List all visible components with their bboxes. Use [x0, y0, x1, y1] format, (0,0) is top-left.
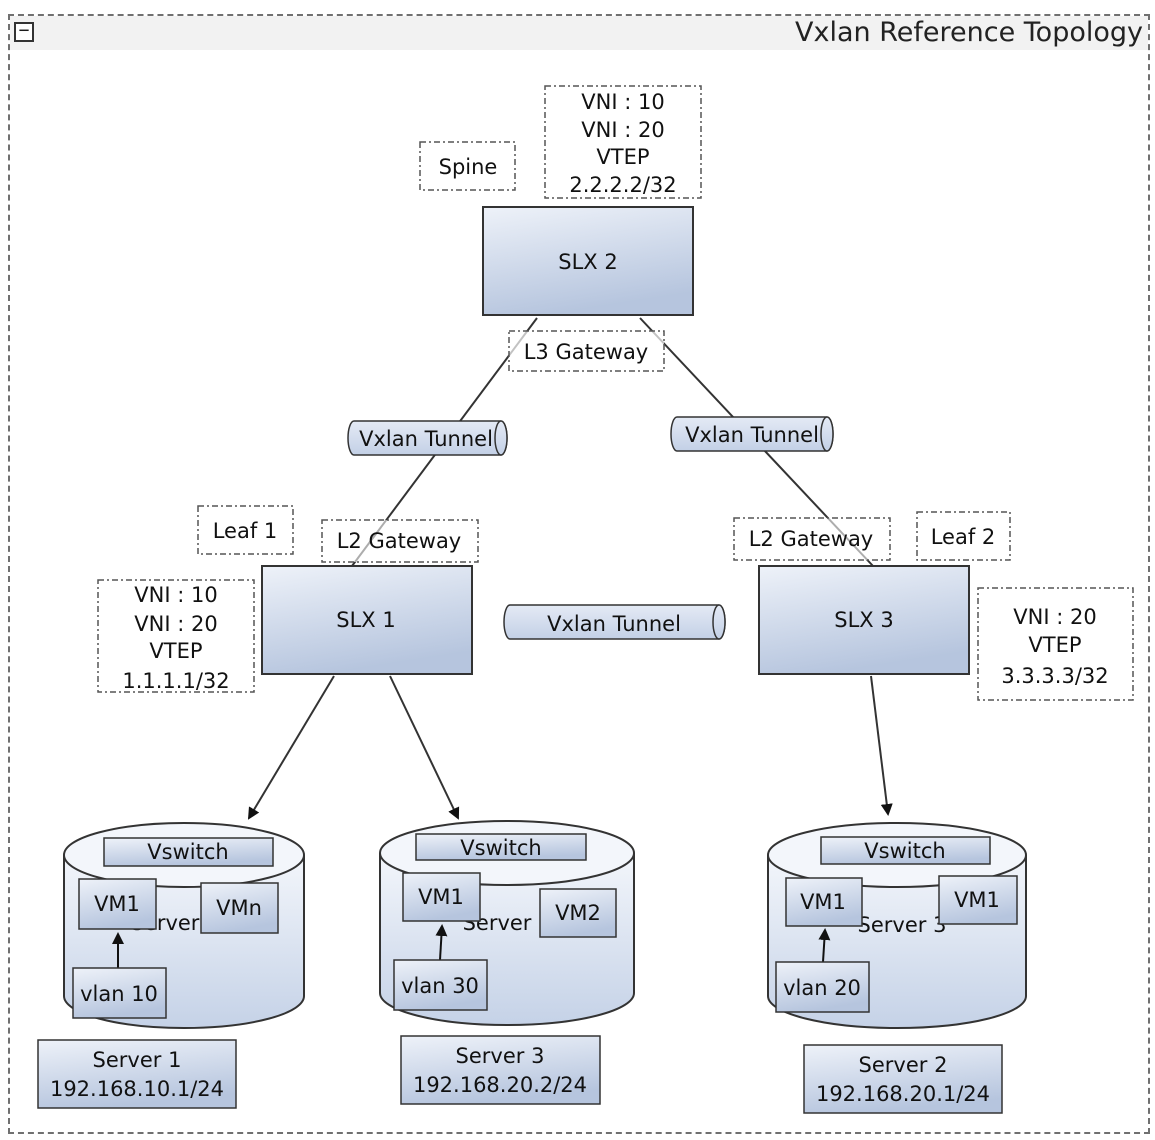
server-node-1[interactable]: Vswitch Server VM1 VMn vlan 10	[63, 822, 305, 1029]
vswitch-box: Vswitch	[103, 837, 274, 867]
vswitch-box: Vswitch	[820, 836, 991, 865]
note-slx1: VNI : 10 VNI : 20 VTEP 1.1.1.1/32	[97, 579, 255, 693]
svg-text:L2 Gateway: L2 Gateway	[749, 527, 874, 551]
note-slx2: VNI : 10 VNI : 20 VTEP 2.2.2.2/32	[544, 85, 702, 199]
switch-slx2[interactable]: SLX 2	[482, 206, 694, 316]
tag-l3-gateway: L3 Gateway	[508, 330, 665, 372]
tunnel-middle: Vxlan Tunnel	[503, 604, 726, 640]
svg-text:VNI : 20: VNI : 20	[581, 118, 664, 142]
svg-text:VM1: VM1	[418, 885, 464, 909]
svg-text:Server 3: Server 3	[456, 1044, 545, 1068]
link-slx3-server2	[870, 675, 893, 816]
svg-text:192.168.20.1/24: 192.168.20.1/24	[816, 1082, 990, 1106]
svg-text:vlan 30: vlan 30	[401, 974, 479, 998]
server-caption-3: Server 2 192.168.20.1/24	[803, 1044, 1003, 1114]
collapse-button[interactable]: −	[14, 22, 34, 42]
svg-text:Server 2: Server 2	[859, 1053, 948, 1077]
svg-text:Spine: Spine	[439, 155, 498, 179]
switch-slx3[interactable]: SLX 3	[758, 565, 970, 675]
server-node-3[interactable]: Vswitch Server 3 VM1 VM1 vlan 20	[767, 822, 1027, 1029]
title-bar	[10, 16, 1148, 50]
server-caption-1: Server 1 192.168.10.1/24	[37, 1039, 237, 1109]
tag-leaf2: Leaf 2	[916, 511, 1011, 561]
svg-text:Vswitch: Vswitch	[460, 836, 541, 860]
svg-text:VNI : 10: VNI : 10	[581, 90, 664, 114]
vm-box-a: VM1	[78, 878, 157, 930]
svg-text:VMn: VMn	[216, 896, 262, 920]
svg-text:Leaf 2: Leaf 2	[931, 525, 996, 549]
link-slx1-server1	[247, 675, 335, 820]
link-slx1-server3	[389, 675, 460, 820]
vm-box-b: VMn	[200, 882, 279, 934]
svg-text:VTEP: VTEP	[596, 145, 649, 169]
svg-text:Server 1: Server 1	[93, 1048, 182, 1072]
server-name-label: Server 3	[858, 913, 947, 937]
svg-text:VM2: VM2	[555, 901, 601, 925]
vm-box-b: VM1	[938, 875, 1018, 925]
svg-text:SLX 1: SLX 1	[336, 608, 395, 632]
svg-text:Vswitch: Vswitch	[147, 840, 228, 864]
vm-box-a: VM1	[785, 877, 863, 927]
svg-text:Vxlan Tunnel: Vxlan Tunnel	[359, 427, 493, 451]
diagram-title: Vxlan Reference Topology	[795, 17, 1143, 48]
tag-leaf1: Leaf 1	[197, 505, 294, 555]
svg-text:VNI : 20: VNI : 20	[134, 612, 217, 636]
tunnel-left: Vxlan Tunnel	[347, 420, 508, 456]
svg-text:192.168.10.1/24: 192.168.10.1/24	[50, 1077, 224, 1101]
svg-text:VTEP: VTEP	[1028, 633, 1081, 657]
svg-text:VM1: VM1	[954, 888, 1000, 912]
server-caption-2: Server 3 192.168.20.2/24	[400, 1035, 601, 1105]
server-node-2[interactable]: Vswitch Server VM1 VM2 vlan 30	[379, 820, 635, 1026]
svg-text:VNI : 10: VNI : 10	[134, 583, 217, 607]
svg-text:SLX 2: SLX 2	[558, 250, 617, 274]
svg-text:VNI : 20: VNI : 20	[1013, 605, 1096, 629]
svg-text:Leaf 1: Leaf 1	[213, 519, 278, 543]
vm-box-a: VM1	[402, 872, 481, 922]
svg-text:Vswitch: Vswitch	[864, 839, 945, 863]
vm-box-b: VM2	[539, 888, 617, 938]
tag-l2-gateway-leaf2: L2 Gateway	[733, 517, 891, 561]
diagram-frame	[8, 14, 1150, 1134]
vlan-arrow	[818, 928, 831, 963]
svg-text:2.2.2.2/32: 2.2.2.2/32	[569, 173, 676, 197]
tunnel-right: Vxlan Tunnel	[670, 416, 834, 452]
svg-text:VM1: VM1	[800, 890, 846, 914]
vlan-box: vlan 30	[393, 959, 488, 1011]
svg-text:VM1: VM1	[94, 892, 140, 916]
vswitch-box: Vswitch	[415, 833, 587, 861]
svg-text:SLX 3: SLX 3	[834, 608, 893, 632]
svg-text:Vxlan Tunnel: Vxlan Tunnel	[547, 612, 681, 636]
tag-l2-gateway-leaf1: L2 Gateway	[321, 519, 479, 563]
tag-spine: Spine	[419, 141, 516, 191]
note-slx3: VNI : 20 VTEP 3.3.3.3/32	[977, 587, 1134, 701]
vlan-arrow	[435, 924, 448, 961]
svg-text:vlan 10: vlan 10	[80, 982, 158, 1006]
svg-text:Vxlan Tunnel: Vxlan Tunnel	[685, 423, 819, 447]
svg-text:L3 Gateway: L3 Gateway	[524, 340, 649, 364]
svg-text:L2 Gateway: L2 Gateway	[337, 529, 462, 553]
svg-text:vlan 20: vlan 20	[783, 976, 861, 1000]
vlan-box: vlan 20	[775, 961, 870, 1013]
svg-text:1.1.1.1/32: 1.1.1.1/32	[122, 669, 229, 693]
vlan-box: vlan 10	[72, 967, 167, 1019]
svg-text:192.168.20.2/24: 192.168.20.2/24	[413, 1073, 587, 1097]
switch-slx1[interactable]: SLX 1	[261, 565, 473, 675]
svg-text:3.3.3.3/32: 3.3.3.3/32	[1001, 664, 1108, 688]
svg-text:VTEP: VTEP	[149, 639, 202, 663]
